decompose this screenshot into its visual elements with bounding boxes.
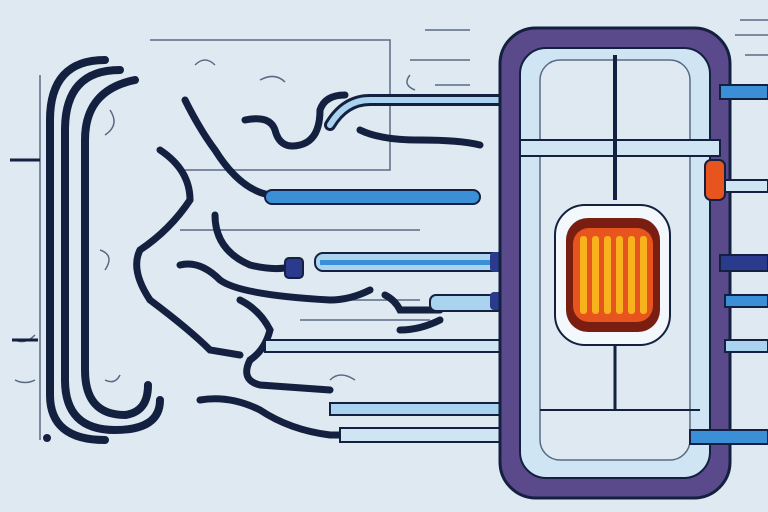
pipe-bottom [329,402,501,416]
left-loop [46,56,164,444]
left-markers [10,158,40,342]
pipe-long [264,339,506,353]
pipe-base [339,427,501,443]
pipe-upper [264,189,481,205]
heating-element [554,204,671,346]
navy-wires [133,91,484,439]
valve [284,257,304,279]
pipes [264,94,511,443]
right-pipes [689,84,768,445]
dot [43,434,51,442]
